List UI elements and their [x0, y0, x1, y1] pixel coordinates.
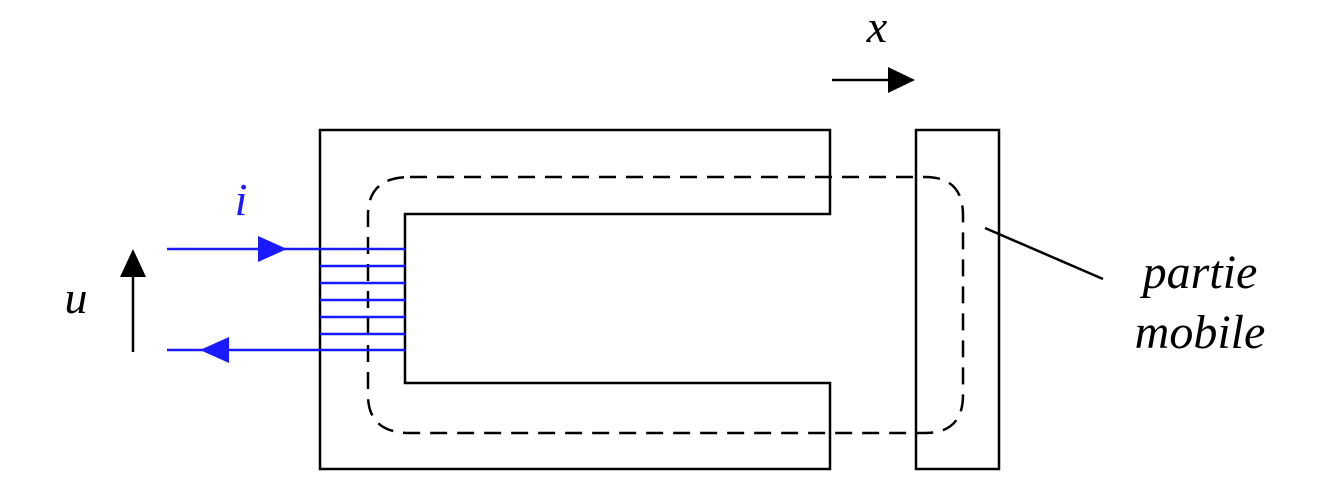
moving-part-label-line1: partie	[1140, 246, 1258, 299]
flux-path	[366, 175, 965, 435]
current-label: i	[235, 174, 248, 225]
moving-part-label-line2: mobile	[1135, 306, 1266, 359]
voltage-label: u	[65, 272, 88, 323]
current-arrow-in	[258, 236, 287, 262]
displacement-arrow-head	[888, 67, 915, 93]
voltage-arrow-head	[120, 249, 146, 277]
moving-part	[914, 128, 1001, 471]
fixed-core	[318, 128, 832, 471]
current-arrow-out	[200, 337, 229, 363]
displacement-label: x	[866, 1, 888, 52]
moving-part-leader	[984, 226, 1104, 281]
coil-windings	[320, 247, 405, 352]
